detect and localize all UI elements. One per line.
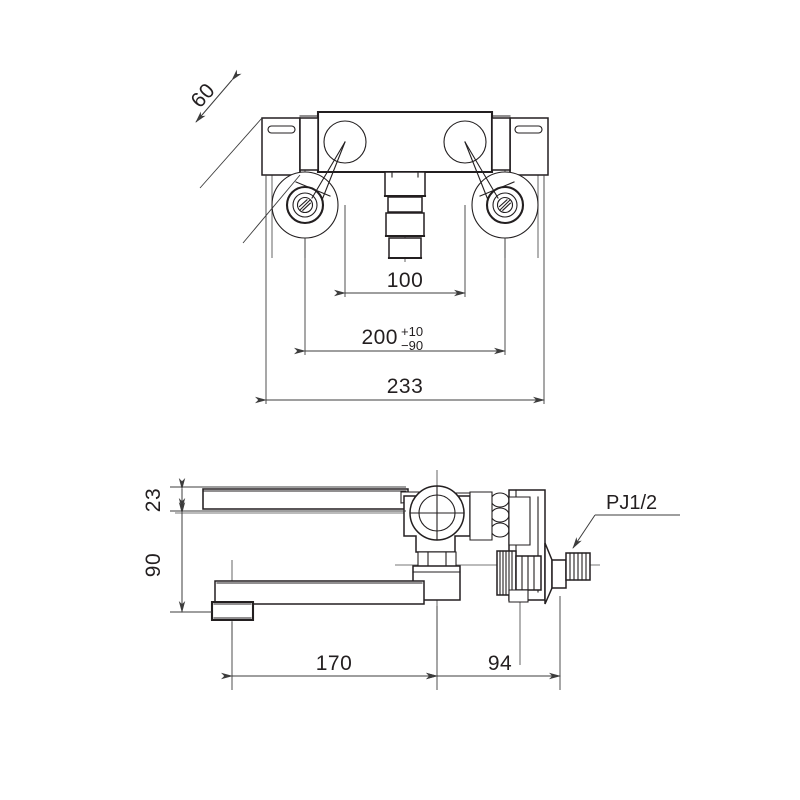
- dim-233-group: 233: [255, 175, 545, 404]
- dim-100-group: 100: [334, 205, 466, 297]
- dim-170-group: 170: [221, 606, 438, 690]
- dim-90-group: 90: [142, 502, 212, 613]
- spout-outlet-aerator: [210, 600, 255, 622]
- plan-detail-bubbles: [295, 120, 515, 201]
- spout-arm: [214, 580, 425, 605]
- right-screw-slot-hatch: [498, 199, 512, 212]
- dim-233-value: 233: [387, 375, 424, 398]
- right-eccentric-flange: [471, 171, 539, 239]
- plan-spout-stem: [383, 171, 427, 260]
- dim-170-value: 170: [316, 652, 353, 675]
- threaded-nipple: [565, 552, 591, 581]
- plan-view-group: 60 100 200 +10 −90 233: [186, 69, 549, 404]
- dim-100-value: 100: [387, 269, 424, 292]
- dim-200-tolerance-minus: −90: [401, 338, 423, 353]
- dim-200-value: 200: [361, 326, 398, 349]
- dim-200-group: 200 +10 −90: [294, 238, 506, 355]
- callout-pj12-label: PJ1/2: [606, 492, 657, 514]
- dim-23-group: 23: [142, 478, 406, 512]
- dim-94-group: 94: [426, 596, 561, 690]
- inlet-check-valve-assembly: [469, 489, 591, 605]
- knurled-collar-left: [496, 550, 517, 596]
- dim-90-value: 90: [142, 553, 165, 577]
- mixer-valve-body: [403, 485, 471, 601]
- left-eccentric-flange: [271, 171, 339, 239]
- body-end-transitions: [299, 117, 511, 171]
- dim-94-value: 94: [488, 652, 512, 675]
- dim-200-tolerance-plus: +10: [401, 324, 423, 339]
- dim-23-value: 23: [142, 488, 165, 512]
- lever-handle: [202, 488, 409, 510]
- elevation-view-group: PJ1/2 23 90 170 94: [142, 470, 680, 690]
- left-screw-slot-hatch: [298, 199, 312, 212]
- callout-pj12-group: PJ1/2: [572, 492, 680, 549]
